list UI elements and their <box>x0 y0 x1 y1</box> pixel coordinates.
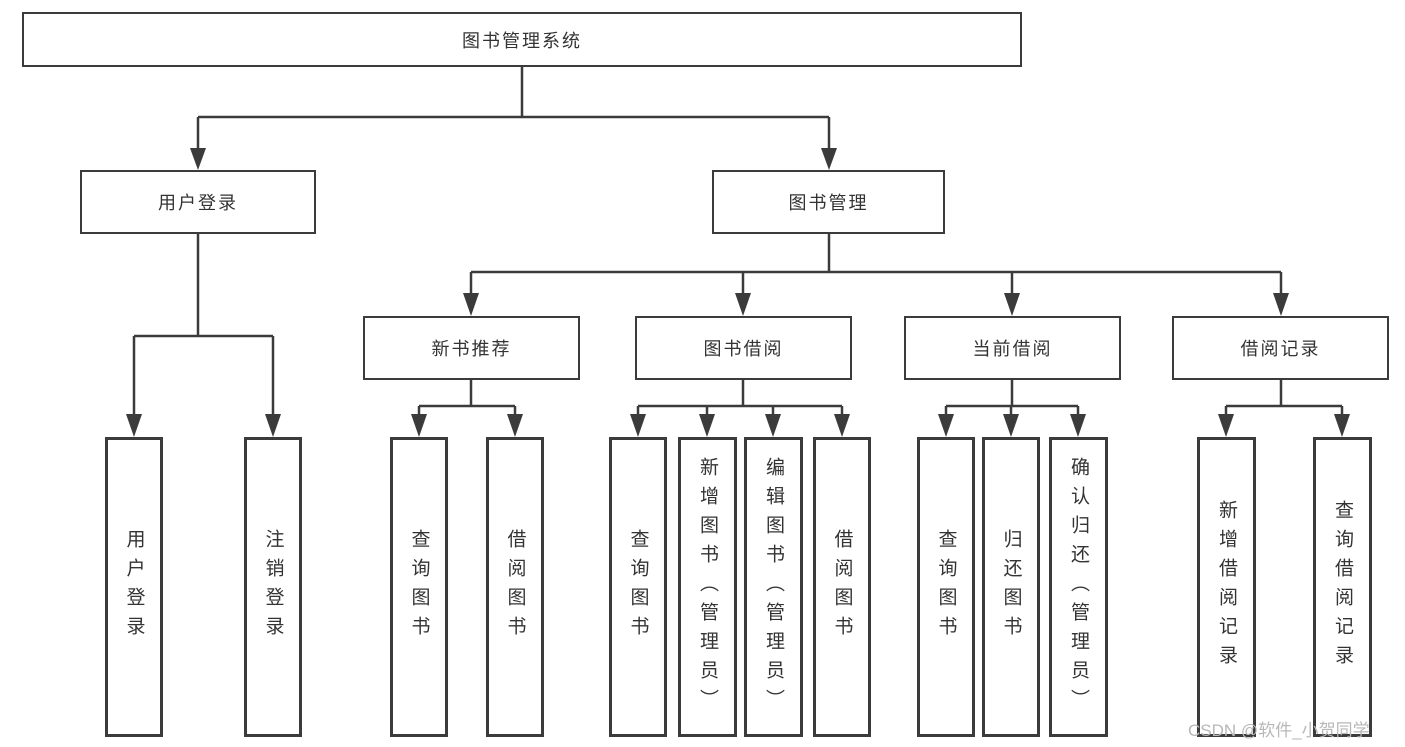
node-book-borrow: 图书借阅 <box>635 316 852 380</box>
node-label: 借阅记录 <box>1240 339 1321 359</box>
arrow-down-icon <box>265 414 281 437</box>
leaf-add-borrow-record: 新增借阅记录 <box>1197 437 1256 737</box>
arrow-down-icon <box>1004 293 1020 316</box>
node-label: 新书推荐 <box>431 339 512 359</box>
arrow-down-icon <box>834 414 850 437</box>
node-label: 借阅图书 <box>504 529 526 645</box>
node-borrow-records: 借阅记录 <box>1172 316 1389 380</box>
arrow-down-icon <box>765 414 781 437</box>
arrow-down-icon <box>1334 414 1350 437</box>
node-current-borrow: 当前借阅 <box>904 316 1121 380</box>
node-label: 查询借阅记录 <box>1332 500 1353 674</box>
watermark: CSDN @软件_小贺同学 <box>1188 721 1370 740</box>
node-label: 借阅图书 <box>831 529 853 645</box>
arrow-down-icon <box>1273 293 1289 316</box>
leaf-edit-book-admin: 编辑图书（管理员） <box>744 437 803 737</box>
leaf-query-books-borrow: 查询图书 <box>609 437 667 737</box>
node-label: 查询图书 <box>408 529 430 645</box>
arrow-down-icon <box>630 414 646 437</box>
arrow-down-icon <box>1218 414 1234 437</box>
arrow-down-icon <box>699 414 715 437</box>
leaf-confirm-return-admin: 确认归还（管理员） <box>1049 437 1108 737</box>
node-label: 用户登录 <box>158 193 238 213</box>
leaf-query-books-recommend: 查询图书 <box>390 437 448 737</box>
connector-borrow-records-to-leaves <box>1218 380 1350 437</box>
arrow-down-icon <box>190 148 206 170</box>
node-label: 图书借阅 <box>703 339 784 359</box>
arrow-down-icon <box>411 414 427 437</box>
arrow-down-icon <box>463 293 479 316</box>
node-label: 图书管理系统 <box>462 30 582 51</box>
arrow-down-icon <box>1070 414 1086 437</box>
arrow-down-icon <box>126 414 142 437</box>
leaf-return-book: 归还图书 <box>982 437 1040 737</box>
node-label: 新增图书（管理员） <box>697 456 718 718</box>
connector-book-borrow-to-leaves <box>630 380 850 437</box>
leaf-add-book-admin: 新增图书（管理员） <box>678 437 737 737</box>
arrow-down-icon <box>507 414 523 437</box>
node-new-book-recommend: 新书推荐 <box>363 316 580 380</box>
arrow-down-icon <box>821 148 837 170</box>
node-label: 图书管理 <box>788 193 869 213</box>
node-user-login: 用户登录 <box>80 170 316 234</box>
node-root: 图书管理系统 <box>22 12 1022 67</box>
leaf-logout: 注销登录 <box>244 437 302 737</box>
leaf-query-books-current: 查询图书 <box>917 437 975 737</box>
node-label: 当前借阅 <box>972 339 1053 359</box>
connector-book-management-to-level3 <box>463 234 1289 316</box>
leaf-query-borrow-record: 查询借阅记录 <box>1313 437 1372 737</box>
connector-current-borrow-to-leaves <box>938 380 1086 437</box>
leaf-borrow-books-recommend: 借阅图书 <box>486 437 544 737</box>
arrow-down-icon <box>735 293 751 316</box>
connector-root-to-level2 <box>190 67 837 170</box>
node-label: 归还图书 <box>1000 529 1022 645</box>
node-label: 查询图书 <box>627 529 649 645</box>
node-label: 新增借阅记录 <box>1216 500 1237 674</box>
node-label: 编辑图书（管理员） <box>763 456 784 718</box>
node-label: 确认归还（管理员） <box>1068 456 1089 718</box>
leaf-borrow-books: 借阅图书 <box>813 437 871 737</box>
node-label: 查询图书 <box>935 529 957 645</box>
arrow-down-icon <box>1003 414 1019 437</box>
arrow-down-icon <box>938 414 954 437</box>
node-label: 注销登录 <box>262 529 284 645</box>
node-book-management: 图书管理 <box>712 170 945 234</box>
connector-new-book-recommend-to-leaves <box>411 380 523 437</box>
connector-user-login-to-leaves <box>126 234 281 437</box>
leaf-user-login: 用户登录 <box>105 437 163 737</box>
node-label: 用户登录 <box>123 529 145 645</box>
